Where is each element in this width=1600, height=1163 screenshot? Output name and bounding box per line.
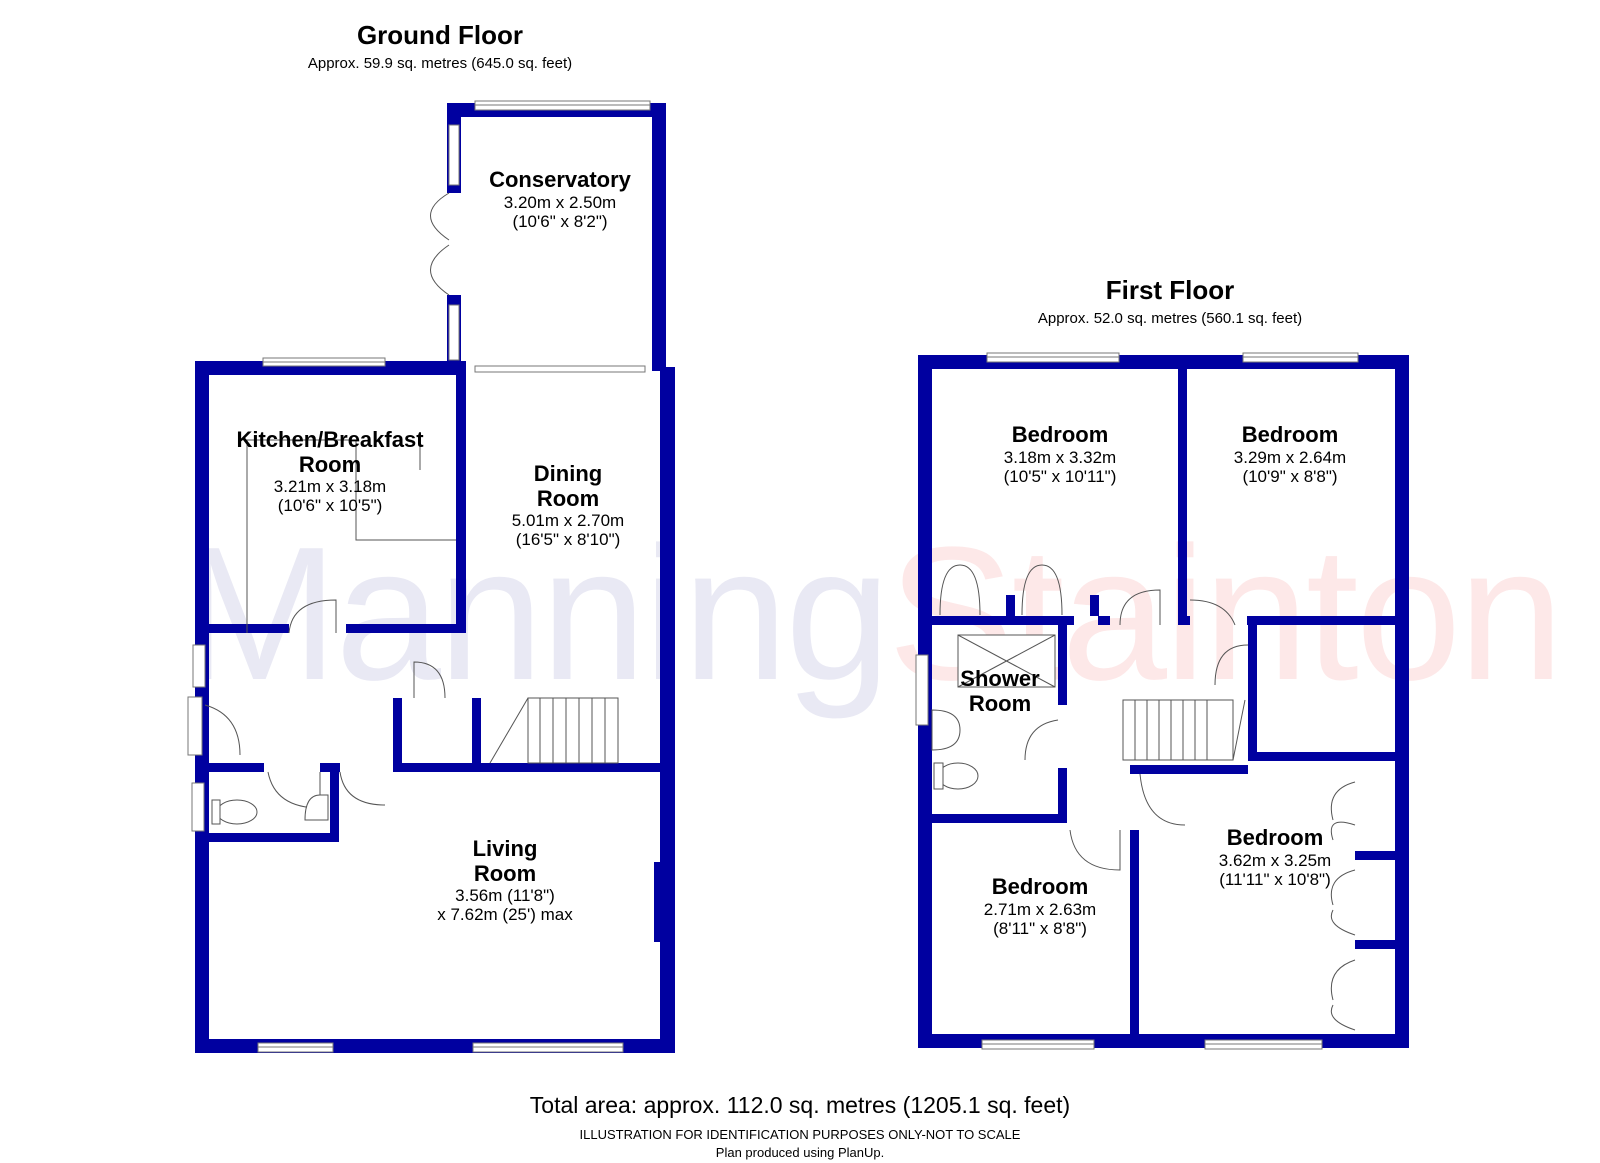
first-floor-stairs [1122, 699, 1246, 761]
room-name-line-2: Room [473, 860, 537, 886]
ground-floor-title: Ground Floor [356, 20, 524, 50]
room-conservatory: Conservatory 3.20m x 2.50m (10'6" x 8'2"… [470, 167, 650, 231]
room-name: Bedroom [1226, 825, 1324, 850]
ground-floor-stairs [489, 697, 619, 764]
ground-floor-windows [187, 100, 651, 1053]
room-dimensions-imperial: (10'6" x 8'2") [512, 211, 608, 231]
room-name-line-2: Room [968, 690, 1032, 716]
room-dimensions-imperial: (10'9" x 8'8") [1242, 466, 1338, 486]
room-dimensions-metric: 3.18m x 3.32m [1003, 447, 1117, 467]
room-dimensions-imperial: (8'11" x 8'8") [993, 918, 1087, 938]
room-living: Living Room 3.56m (11'8") x 7.62m (25') … [400, 836, 610, 925]
room-dimensions-metric: 2.71m x 2.63m [983, 899, 1097, 919]
room-dimensions-metric: 3.29m x 2.64m [1233, 447, 1347, 467]
room-kitchen: Kitchen/Breakfast Room 3.21m x 3.18m (10… [215, 427, 445, 516]
watermark: ManningStainton [180, 505, 1564, 723]
first-floor-fixtures [931, 564, 1356, 1031]
room-shower: Shower Room [940, 666, 1060, 716]
room-dimensions-metric: 3.21m x 3.18m [273, 477, 387, 497]
room-bedroom-d: Bedroom 3.62m x 3.25m (11'11" x 10'8") [1190, 825, 1360, 889]
room-dimensions-metric: 3.62m x 3.25m [1218, 850, 1332, 870]
room-name-line-1: Shower [960, 666, 1040, 691]
first-floor-area: Approx. 52.0 sq. metres (560.1 sq. feet) [1037, 310, 1303, 327]
room-name-line-2: Room [298, 451, 362, 477]
watermark-part-1: Manning [180, 508, 891, 720]
room-name: Bedroom [1011, 422, 1109, 447]
first-floor-windows [915, 352, 1359, 1050]
room-name: Bedroom [991, 874, 1089, 899]
room-bedroom-a: Bedroom 3.18m x 3.32m (10'5" x 10'11") [975, 422, 1145, 486]
credit: Plan produced using PlanUp. [715, 1145, 885, 1160]
room-name: Bedroom [1241, 422, 1339, 447]
room-dimensions-imperial: (16'5" x 8'10") [515, 530, 621, 550]
disclaimer: ILLUSTRATION FOR IDENTIFICATION PURPOSES… [579, 1127, 1021, 1142]
room-name: Conservatory [489, 167, 631, 192]
room-dimensions-metric: 3.20m x 2.50m [503, 192, 617, 212]
room-name-line-1: Kitchen/Breakfast [236, 427, 424, 452]
ground-floor-area: Approx. 59.9 sq. metres (645.0 sq. feet) [307, 55, 573, 72]
room-dimensions-line-2: x 7.62m (25') max [437, 905, 573, 925]
room-name-line-2: Room [536, 485, 600, 511]
room-dimensions-imperial: (10'6" x 10'5") [277, 496, 383, 516]
room-name-line-1: Dining [533, 461, 603, 486]
room-name-line-1: Living [472, 836, 538, 861]
total-area: Total area: approx. 112.0 sq. metres (12… [529, 1092, 1071, 1118]
room-bedroom-b: Bedroom 3.29m x 2.64m (10'9" x 8'8") [1205, 422, 1375, 486]
room-dimensions-imperial: (11'11" x 10'8") [1219, 869, 1331, 889]
room-dimensions-line-1: 3.56m (11'8") [455, 886, 555, 906]
room-dimensions-imperial: (10'5" x 10'11") [1003, 466, 1117, 486]
room-bedroom-c: Bedroom 2.71m x 2.63m (8'11" x 8'8") [955, 874, 1125, 938]
room-dining: Dining Room 5.01m x 2.70m (16'5" x 8'10"… [478, 461, 658, 550]
first-floor-title: First Floor [1105, 275, 1235, 305]
room-dimensions-metric: 5.01m x 2.70m [511, 511, 625, 531]
ground-floor-fixtures [204, 192, 619, 825]
